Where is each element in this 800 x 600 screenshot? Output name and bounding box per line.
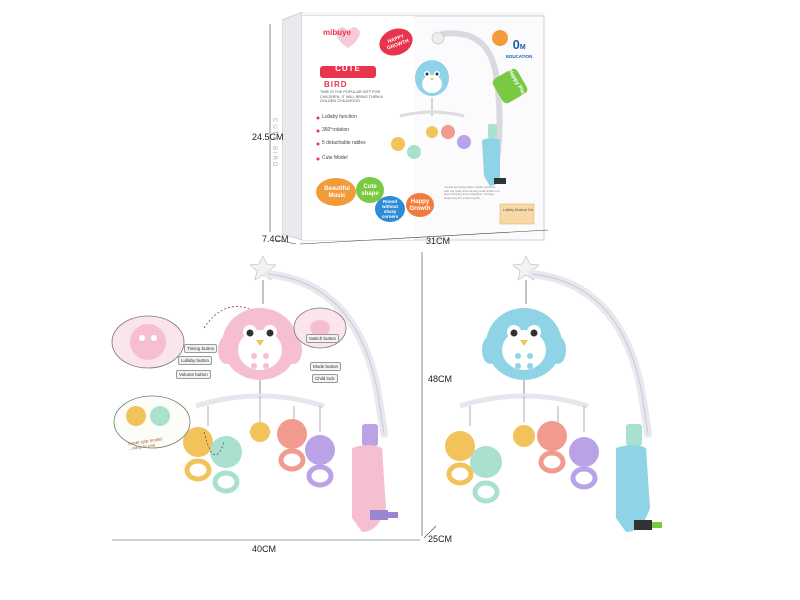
dim-left-width: 40CM	[252, 544, 277, 554]
box-title: CUTE	[320, 64, 376, 73]
age-unit: M	[519, 44, 526, 51]
badge-beautiful-music: Beautiful Music	[324, 186, 350, 199]
right-mobile	[434, 255, 694, 556]
pink-mobile-illustration	[111, 255, 398, 532]
left-mobile	[108, 255, 418, 556]
dim-right-height: 48CM	[428, 374, 453, 384]
badge-round-corners: Round without sharp corners	[381, 199, 399, 219]
dim-box-width: 31CM	[426, 236, 451, 246]
age-label: EDUCATION	[506, 54, 533, 59]
box-seal: Lullaby Musical Cot	[502, 208, 534, 212]
feature-item: Cute Model	[322, 155, 348, 161]
callout-mode-button: Mode button	[310, 362, 342, 371]
box-title-line1: CUTE	[335, 64, 361, 73]
badge-cute-shape: Cute shape	[361, 184, 379, 197]
feature-item: Lullaby function	[322, 114, 357, 120]
callout-switch-button: Switch button	[306, 334, 340, 343]
blue-mobile-illustration	[445, 255, 662, 532]
callout-child-lock: Child lock	[312, 374, 338, 383]
box-title-line2: BIRD	[324, 80, 348, 89]
callout-volume-button: Volume button	[176, 370, 211, 379]
box-illustration	[281, 11, 545, 241]
age-number: 0	[512, 37, 520, 52]
dim-right-depth: 25CM	[428, 534, 453, 544]
feature-item: 360°rotation	[322, 127, 350, 133]
dim-box-height: 24.5CM	[252, 132, 284, 142]
dim-box-depth: 7.4CM	[262, 234, 289, 244]
callout-timing-button: Timing button	[184, 344, 218, 353]
box-tagline: TIME IS THE POPULAR GIFT FOR CHILDREN, I…	[320, 90, 383, 104]
age-badge: 0M EDUCATION	[506, 36, 532, 59]
feature-item: 5 detachable rattles	[322, 140, 366, 146]
feature-list: Lullaby function 360°rotation 5 detachab…	[322, 114, 392, 161]
box-small-print: Youlda learning pattern guide matched wi…	[444, 185, 500, 200]
callout-lullaby-button: Lullaby button	[178, 356, 213, 365]
box-side-text: CUTE BIRD	[271, 118, 277, 169]
brand-logo: mibuye	[323, 28, 352, 37]
badge-happy-growth: Happy Growth	[409, 199, 431, 212]
product-box	[281, 11, 552, 244]
